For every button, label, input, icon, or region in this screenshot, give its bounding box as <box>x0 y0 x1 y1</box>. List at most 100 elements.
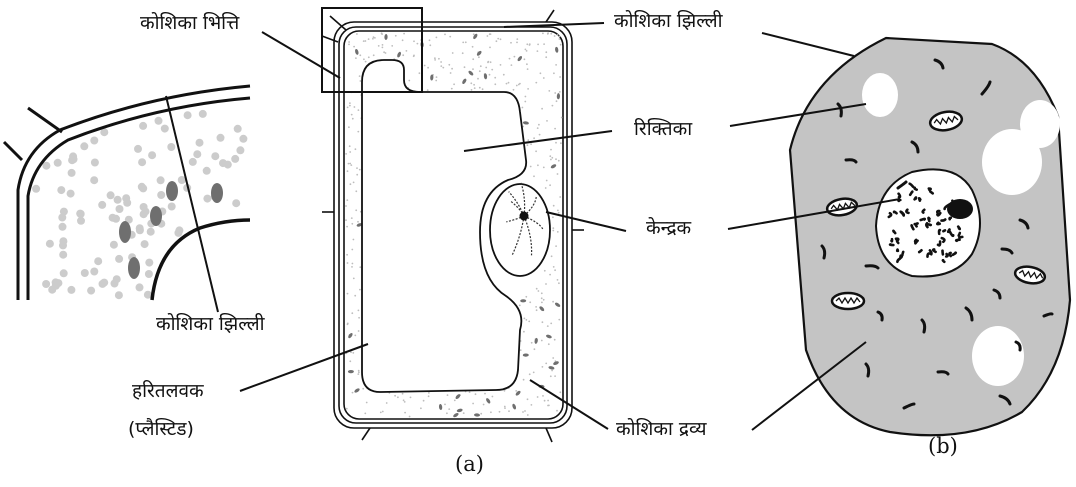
plant-nucleolus <box>520 212 529 221</box>
cytoplasm-speckle <box>537 164 539 166</box>
cytoplasm-speckle <box>482 88 484 90</box>
cytoplasm-speckle <box>484 393 486 395</box>
cytoplasm-speckle <box>526 63 528 65</box>
cytoplasm-speckle <box>420 407 422 409</box>
cytoplasm-speckle <box>560 44 562 46</box>
cytoplasm-speckle <box>403 33 405 35</box>
cytoplasm-granule <box>232 199 240 207</box>
cytoplasm-granule <box>157 191 165 199</box>
cytoplasm-speckle <box>345 205 347 207</box>
cytoplasm-granule <box>115 291 123 299</box>
cytoplasm-speckle <box>519 83 521 85</box>
cytoplasm-speckle <box>539 134 541 136</box>
cytoplasm-speckle <box>346 199 348 201</box>
cytoplasm-speckle <box>434 57 436 59</box>
cytoplasm-granule <box>60 269 68 277</box>
cytoplasm-speckle <box>548 90 550 92</box>
cytoplasm-speckle <box>381 33 383 35</box>
cytoplasm-granule <box>145 259 153 267</box>
cytoplasm-granule <box>90 137 98 145</box>
cytoplasm-speckle <box>560 142 562 144</box>
chromatin-granule <box>919 198 920 200</box>
cytoplasm-speckle <box>408 80 410 82</box>
cytoplasm-speckle <box>527 139 529 141</box>
cytoplasm-speckle <box>557 173 559 175</box>
cytoplasm-speckle <box>509 58 511 60</box>
zoom-chloroplast <box>166 181 178 201</box>
cytoplasm-speckle <box>373 36 375 38</box>
cytoplasm-speckle <box>544 400 546 402</box>
cytoplasm-granule <box>236 146 244 154</box>
cytoplasm-speckle <box>471 89 473 91</box>
cytoplasm-speckle <box>350 351 352 353</box>
cytoplasm-speckle <box>543 167 545 169</box>
cytoplasm-speckle <box>353 278 355 280</box>
cytoplasm-speckle <box>427 89 429 91</box>
cytoplasm-speckle <box>469 391 471 393</box>
cytoplasm-granule <box>134 145 142 153</box>
cytoplasm-speckle <box>349 151 351 153</box>
cytoplasm-speckle <box>473 84 475 86</box>
cytoplasm-speckle <box>465 41 467 43</box>
cytoplasm-granule <box>140 210 148 218</box>
cytoplasm-speckle <box>347 107 349 109</box>
cytoplasm-speckle <box>470 82 472 84</box>
cytoplasm-speckle <box>550 375 552 377</box>
cytoplasm-speckle <box>537 50 539 52</box>
cytoplasm-speckle <box>463 412 465 414</box>
cytoplasm-speckle <box>402 39 404 41</box>
cytoplasm-speckle <box>524 58 526 60</box>
cytoplasm-speckle <box>365 40 367 42</box>
cytoplasm-speckle <box>554 375 556 377</box>
cytoplasm-speckle <box>359 54 361 56</box>
cytoplasm-granule <box>167 143 175 151</box>
cytoplasm-speckle <box>538 290 540 292</box>
cytoplasm-granule <box>46 240 54 248</box>
cytoplasm-speckle <box>557 210 559 212</box>
cytoplasm-speckle <box>402 54 404 56</box>
cytoplasm-speckle <box>500 38 502 40</box>
cytoplasm-speckle <box>448 408 450 410</box>
cytoplasm-speckle <box>435 80 437 82</box>
chromatin-granule <box>950 218 951 220</box>
cytoplasm-speckle <box>552 105 554 107</box>
label-plastid: (प्लैस्टिड) <box>128 420 194 439</box>
cytoplasm-granule <box>145 270 153 278</box>
cytoplasm-speckle <box>527 414 529 416</box>
cytoplasm-speckle <box>489 47 491 49</box>
cytoplasm-granule <box>59 223 67 231</box>
chromatin-granule <box>912 225 914 229</box>
cytoplasm-speckle <box>541 302 543 304</box>
chromatin-granule <box>921 219 925 220</box>
cytoplasm-speckle <box>515 390 517 392</box>
chromatin-granule <box>919 250 921 252</box>
chromatin-granule <box>893 231 895 233</box>
cytoplasm-speckle <box>434 59 436 61</box>
animal-vacuole <box>972 326 1024 386</box>
cytoplasm-speckle <box>473 33 475 35</box>
cytoplasm-speckle <box>541 297 543 299</box>
cytoplasm-granule <box>136 283 144 291</box>
cytoplasm-speckle <box>424 65 426 67</box>
cytoplasm-granule <box>148 151 156 159</box>
cytoplasm-speckle <box>351 312 353 314</box>
cytoplasm-granule <box>138 158 146 166</box>
cytoplasm-speckle <box>492 396 494 398</box>
cytoplasm-granule <box>91 159 99 167</box>
cytoplasm-speckle <box>545 283 547 285</box>
cytoplasm-speckle <box>554 35 556 37</box>
cytoplasm-speckle <box>363 40 365 42</box>
cytoplasm-speckle <box>366 402 368 404</box>
cytoplasm-granule <box>147 228 155 236</box>
cytoplasm-granule <box>189 158 197 166</box>
cytoplasm-granule <box>139 122 147 130</box>
cytoplasm-speckle <box>385 52 387 54</box>
cytoplasm-speckle <box>347 262 349 264</box>
cytoplasm-granule <box>52 278 60 286</box>
cytoplasm-granule <box>203 167 211 175</box>
cytoplasm-speckle <box>545 51 547 53</box>
cytoplasm-speckle <box>542 321 544 323</box>
cytoplasm-speckle <box>351 217 353 219</box>
cytoplasm-speckle <box>419 72 421 74</box>
